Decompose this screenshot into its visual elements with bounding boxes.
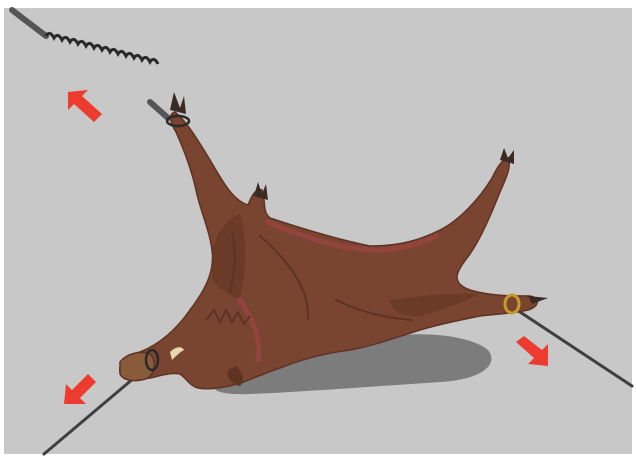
snout [120, 352, 154, 380]
